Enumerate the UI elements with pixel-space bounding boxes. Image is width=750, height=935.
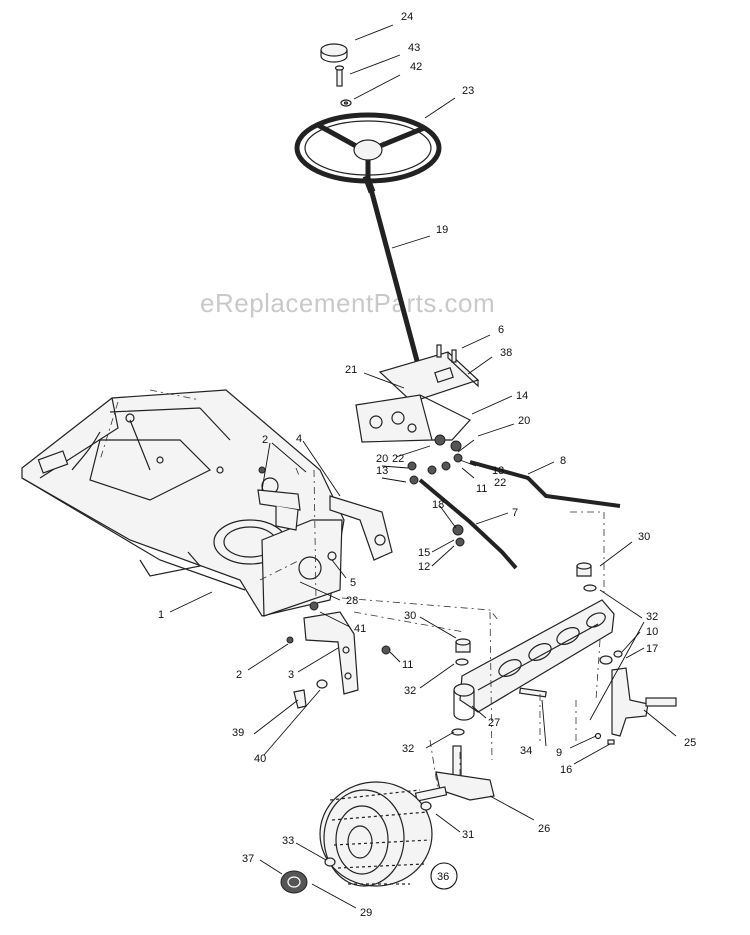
callout-19: 19 <box>436 224 448 236</box>
lower-bracket <box>303 611 359 695</box>
callout-13-right: 13 <box>492 465 504 477</box>
callout-3: 3 <box>288 669 294 681</box>
callout-18: 18 <box>432 499 444 511</box>
callout-17: 17 <box>646 643 658 655</box>
callout-25: 25 <box>684 737 696 749</box>
callout-39: 39 <box>232 727 244 739</box>
callout-4: 4 <box>296 433 302 445</box>
drag-link-long <box>469 460 621 508</box>
callout-32-right: 32 <box>646 611 658 623</box>
callout-30-left: 30 <box>404 610 416 622</box>
callout-40: 40 <box>254 753 266 765</box>
callout-20-left: 20 <box>376 453 388 465</box>
wheel-hub-cap <box>280 870 308 894</box>
axle-pivot-bolt <box>519 687 547 698</box>
callout-2-lower: 2 <box>236 669 242 681</box>
left-bracket <box>257 489 301 531</box>
callout-9: 9 <box>556 747 562 759</box>
right-bracket <box>329 495 393 561</box>
steering-wheel <box>294 112 442 184</box>
callout-21: 21 <box>345 364 357 376</box>
callout-27: 27 <box>488 717 500 729</box>
steering-shaft <box>362 174 423 373</box>
callout-23: 23 <box>462 85 474 97</box>
callout-11-lower: 11 <box>402 659 413 671</box>
left-spindle <box>414 745 495 802</box>
leader-lines <box>169 24 677 909</box>
callout-41: 41 <box>354 623 366 635</box>
callout-15: 15 <box>418 547 430 559</box>
steering-washer <box>340 99 352 107</box>
callout-14: 14 <box>516 390 528 402</box>
callout-22-left: 22 <box>392 453 404 465</box>
assembly-lines <box>99 389 605 791</box>
wheel-washer <box>324 801 432 867</box>
callout-36: 36 <box>437 871 449 883</box>
axle-bushings <box>451 562 623 736</box>
callout-32-lower-left: 32 <box>402 743 414 755</box>
callout-34: 34 <box>520 745 532 757</box>
lower-bracket-hardware <box>258 466 391 709</box>
callout-29: 29 <box>360 907 372 919</box>
right-spindle <box>594 667 677 745</box>
callout-13-left: 13 <box>376 465 388 477</box>
callout-33: 33 <box>282 835 294 847</box>
callout-36-circle: 36 <box>430 862 458 890</box>
plate-bolts <box>436 344 457 363</box>
callout-32-upper-left: 32 <box>404 685 416 697</box>
callout-28: 28 <box>346 595 358 607</box>
callout-12: 12 <box>418 561 430 573</box>
callout-22-right: 22 <box>494 477 506 489</box>
callout-30-right: 30 <box>638 531 650 543</box>
callout-42: 42 <box>410 61 422 73</box>
callout-10: 10 <box>646 626 658 638</box>
callout-2-upper: 2 <box>262 434 268 446</box>
callout-1: 1 <box>158 609 164 621</box>
callout-31: 31 <box>462 829 474 841</box>
callout-7: 7 <box>512 507 518 519</box>
callout-37: 37 <box>242 853 254 865</box>
callout-38: 38 <box>500 347 512 359</box>
callout-11-upper: 11 <box>476 483 487 495</box>
front-axle <box>453 599 615 721</box>
callout-43: 43 <box>408 42 420 54</box>
callout-20-right: 20 <box>518 415 530 427</box>
steering-gear-small-parts <box>407 434 463 485</box>
steering-cap <box>320 43 348 63</box>
callout-16: 16 <box>560 764 572 776</box>
front-wheel <box>319 781 433 887</box>
callout-5: 5 <box>350 577 356 589</box>
callout-6: 6 <box>498 324 504 336</box>
callout-26: 26 <box>538 823 550 835</box>
callout-8: 8 <box>560 455 566 467</box>
drag-link-short <box>418 478 518 570</box>
watermark: eReplacementParts.com <box>200 288 495 318</box>
callout-24: 24 <box>401 11 413 23</box>
steering-support-plate <box>355 351 480 443</box>
steering-bolt <box>334 65 345 87</box>
callout-labels: 24 43 42 23 19 6 38 21 14 20 22 13 11 8 … <box>158 11 696 919</box>
